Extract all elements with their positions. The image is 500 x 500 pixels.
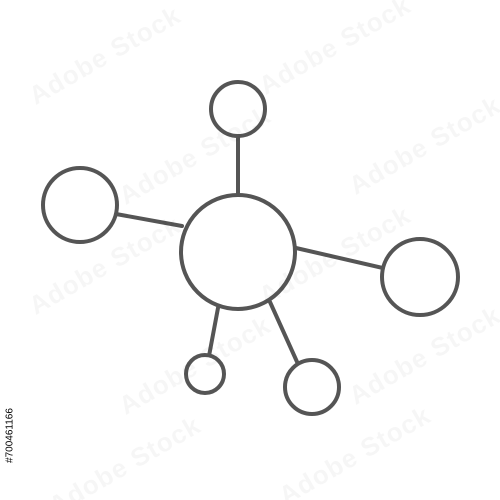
node-bottom-right <box>283 358 341 416</box>
node-top <box>209 80 267 138</box>
node-bottom-left <box>184 353 226 395</box>
link-right <box>294 246 385 270</box>
stock-id: #700461166 <box>0 388 16 488</box>
node-left <box>41 166 119 244</box>
link-left <box>114 212 184 228</box>
link-bottom-right <box>268 300 300 366</box>
node-center <box>179 193 297 311</box>
node-right <box>380 237 460 317</box>
link-bottom-left <box>207 306 220 358</box>
stock-id-text: #700461166 <box>4 408 16 463</box>
